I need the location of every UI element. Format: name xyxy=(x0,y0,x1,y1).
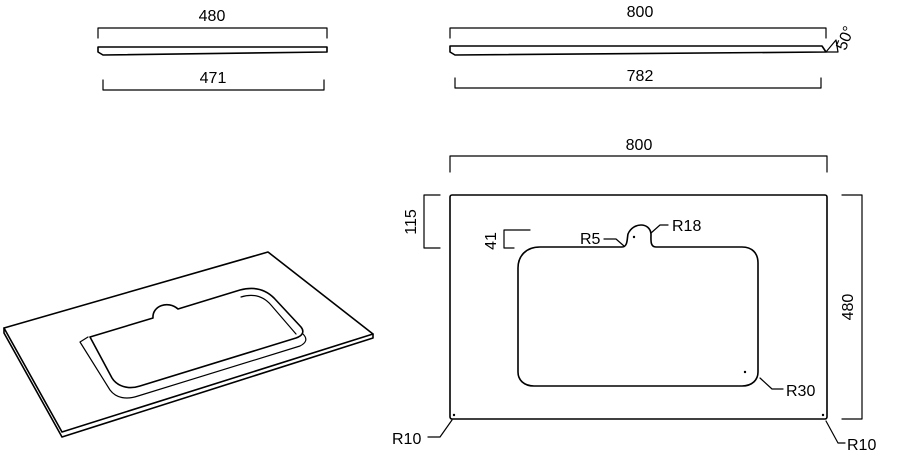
dim-label-800-plan: 800 xyxy=(626,137,653,154)
leader-r5 xyxy=(603,238,625,247)
leader-r10-right xyxy=(825,420,846,444)
dim-label-782: 782 xyxy=(627,68,654,85)
leader-r10-left xyxy=(427,419,453,438)
isometric-view xyxy=(3,251,374,438)
dim-line-800-top xyxy=(449,27,827,39)
iso-basin-outer xyxy=(89,287,304,389)
leader-r30 xyxy=(759,377,784,390)
dim-line-41 xyxy=(503,229,531,249)
dim-line-782 xyxy=(454,77,822,89)
dim-label-480: 480 xyxy=(199,8,226,25)
leader-r18 xyxy=(650,224,669,234)
basin-outline xyxy=(517,224,759,387)
dim-label-41: 41 xyxy=(483,232,500,250)
radius-label-r10-right: R10 xyxy=(847,437,876,454)
center-mark-r10-left xyxy=(452,413,456,417)
center-mark-r30 xyxy=(743,370,747,374)
center-mark-r10-right xyxy=(821,413,825,417)
radius-label-r10-left: R10 xyxy=(392,431,421,448)
dim-label-471: 471 xyxy=(200,70,227,87)
dim-line-115 xyxy=(423,194,441,249)
plan-outline xyxy=(449,194,828,420)
dim-line-800-plan xyxy=(449,155,828,173)
side-slab xyxy=(97,46,328,56)
center-mark-r18 xyxy=(632,235,636,239)
iso-slab-thickness xyxy=(3,327,374,438)
dim-label-480-plan: 480 xyxy=(840,294,857,321)
plan-view: 800 115 480 41 R5 R18 R30 R10 R10 xyxy=(392,137,876,454)
dim-label-115: 115 xyxy=(403,209,420,235)
dim-line-480-plan xyxy=(841,194,863,420)
dim-line-471 xyxy=(102,79,325,91)
iso-slab-top xyxy=(3,251,374,433)
front-profile-view: 800 50° 782 xyxy=(449,4,858,89)
iso-basin-inner xyxy=(79,294,307,399)
side-profile-view: 480 471 xyxy=(97,8,328,91)
radius-label-r18: R18 xyxy=(672,218,701,235)
radius-label-r5: R5 xyxy=(580,231,601,248)
angle-marker xyxy=(825,39,839,53)
front-slab xyxy=(449,45,827,56)
dim-line-480 xyxy=(97,27,328,39)
radius-label-r30: R30 xyxy=(786,383,815,400)
angle-label: 50° xyxy=(833,24,858,53)
dim-label-800-top: 800 xyxy=(627,4,654,21)
